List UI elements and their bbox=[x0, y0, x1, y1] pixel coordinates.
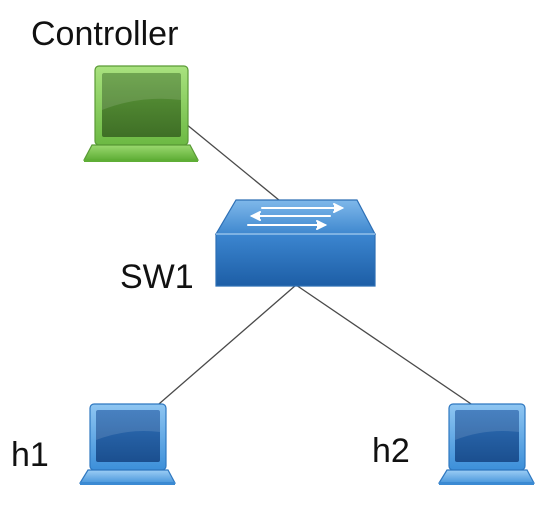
h1-label: h1 bbox=[11, 436, 49, 474]
h2-label: h2 bbox=[372, 432, 410, 470]
controller-label: Controller bbox=[31, 15, 178, 53]
network-switch-icon[interactable] bbox=[214, 199, 376, 287]
controller-laptop-icon[interactable] bbox=[83, 65, 199, 162]
h1-laptop-icon[interactable] bbox=[78, 403, 177, 485]
switch-arrows-icon bbox=[247, 203, 345, 230]
link-sw1-h1 bbox=[151, 284, 297, 411]
h2-laptop-icon[interactable] bbox=[437, 403, 536, 485]
sw1-label: SW1 bbox=[120, 258, 194, 296]
link-sw1-h2 bbox=[295, 284, 481, 411]
link-controller-sw1 bbox=[185, 123, 286, 206]
